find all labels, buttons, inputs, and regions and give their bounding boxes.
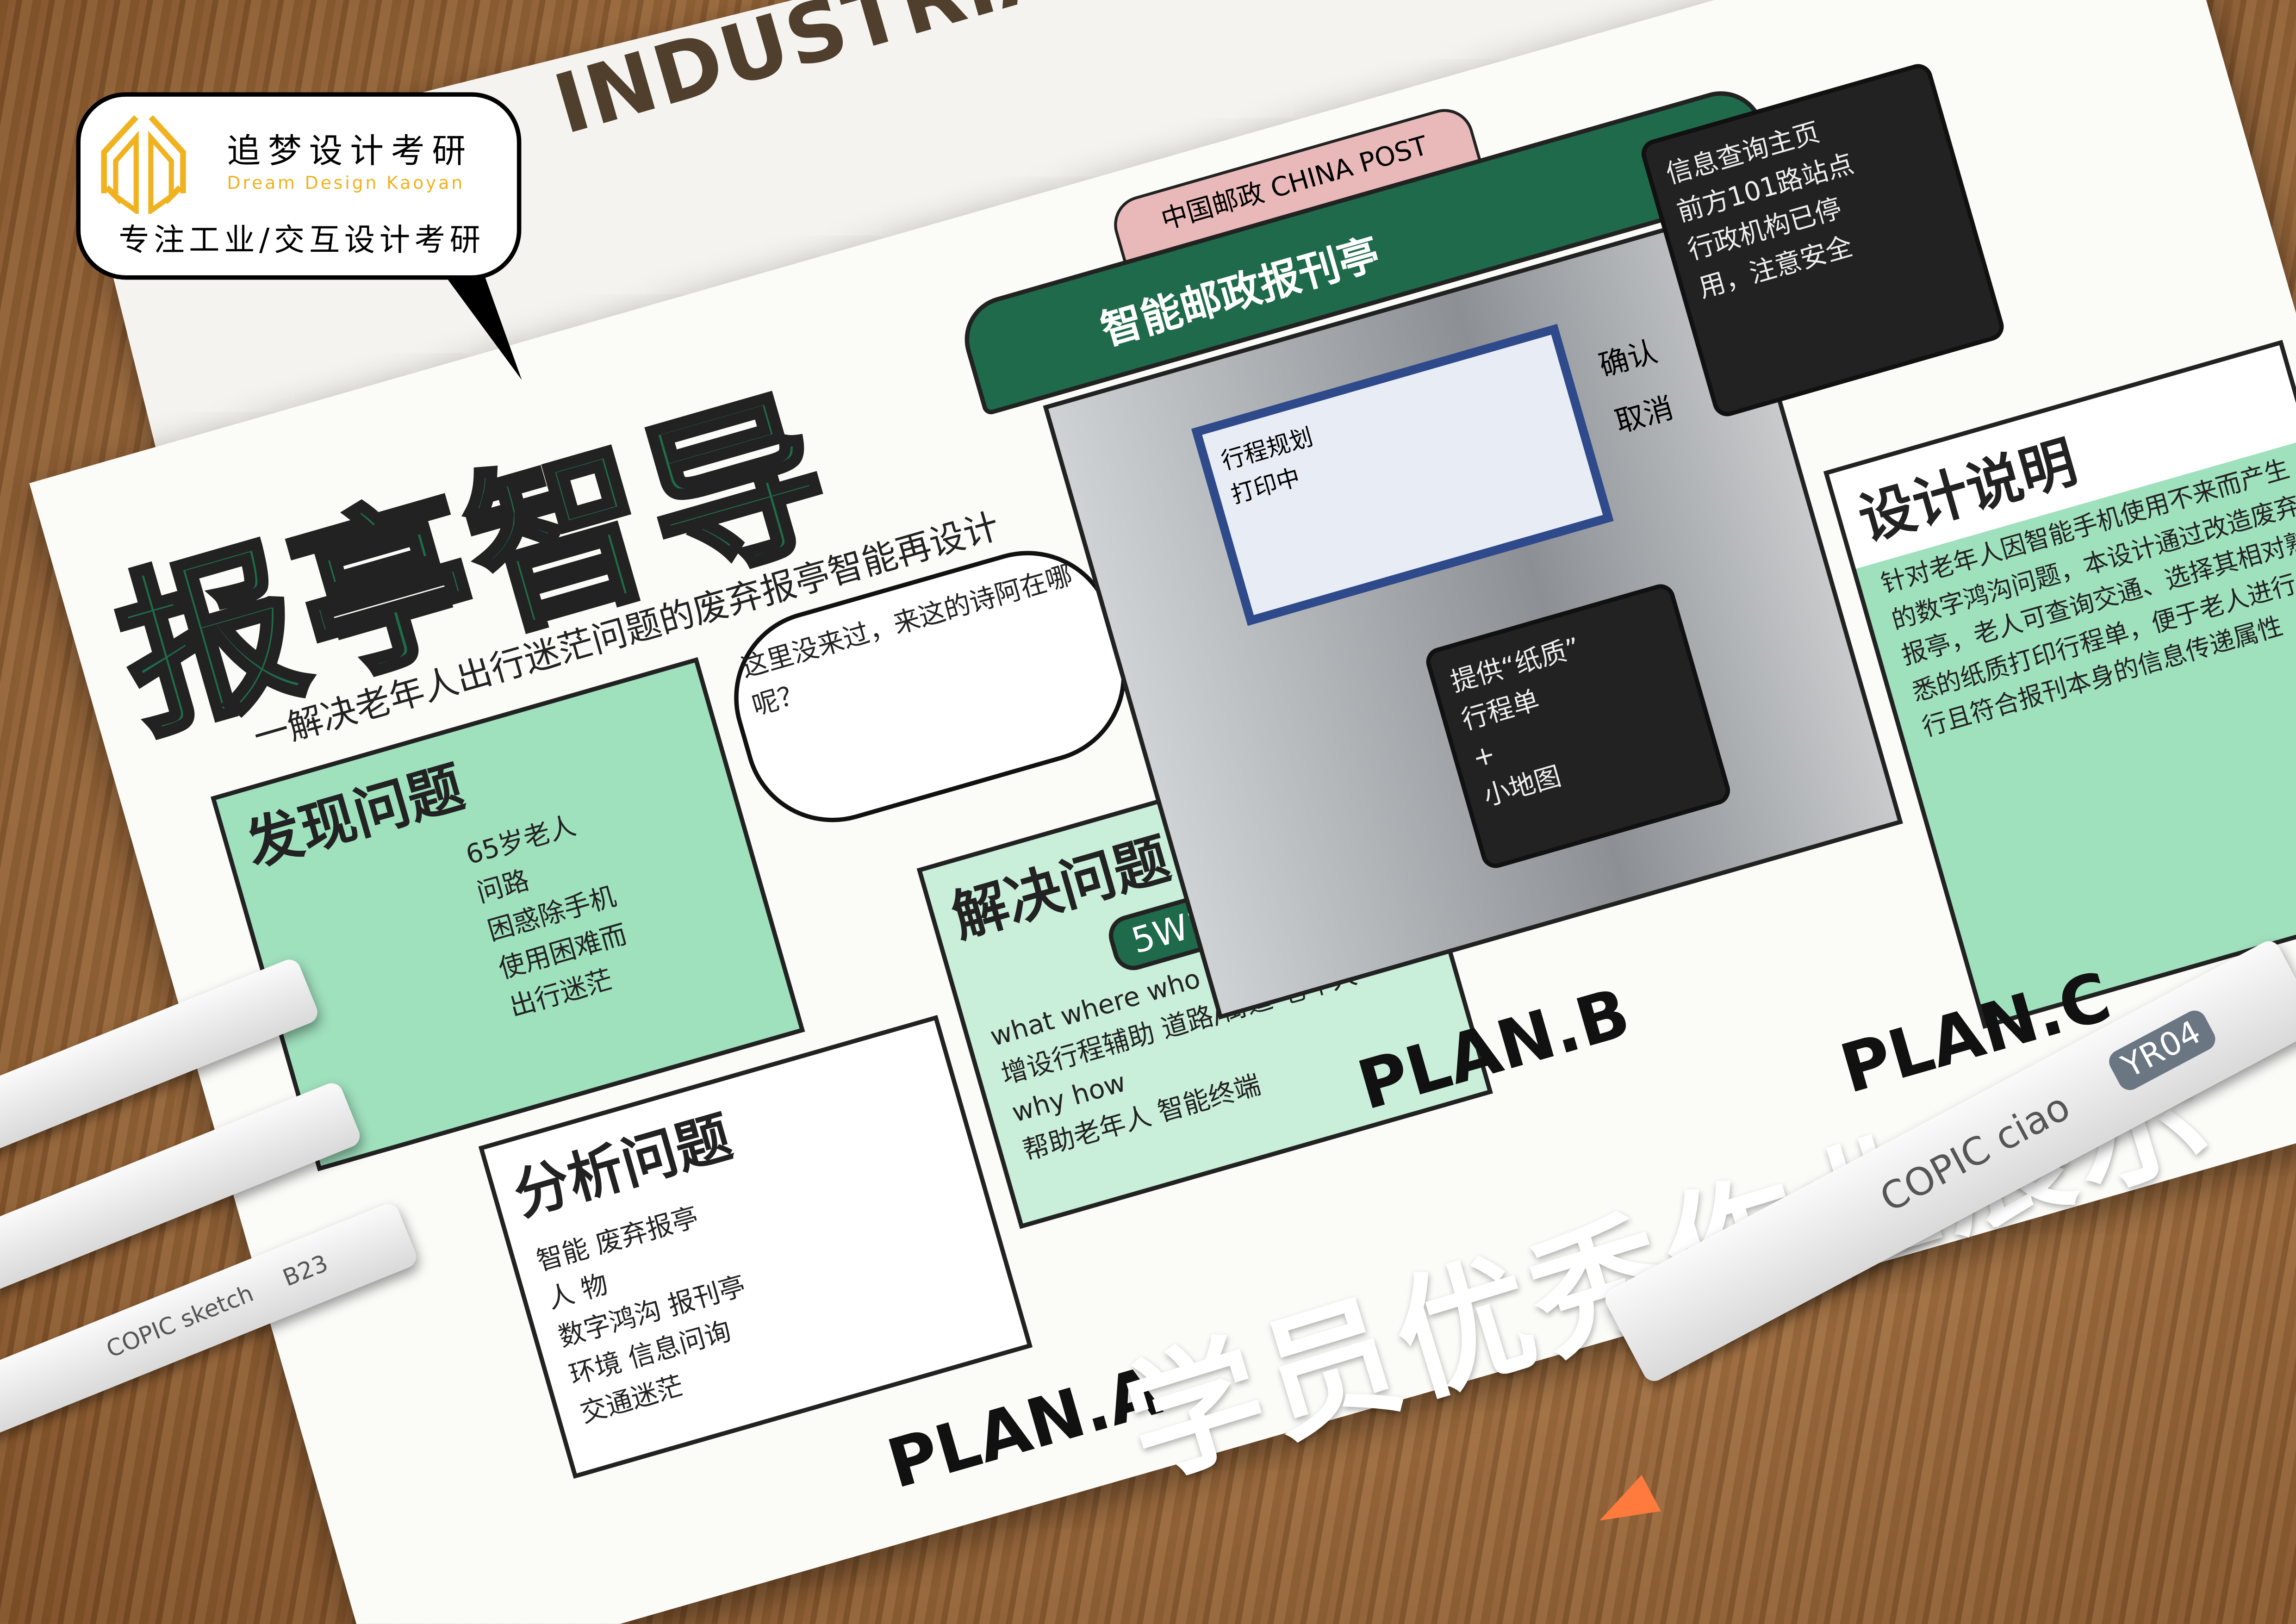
logo-name-en: Dream Design Kaoyan [227,173,465,193]
design-note-panel: 设计说明 针对老年人因智能手机使用不来而产生的数字鸿沟问题，本设计通过改造废弃报… [1823,340,2296,1029]
marker-code: YR04 [2105,1007,2219,1095]
logo-icon [101,115,186,214]
marker-code: B23 [279,1249,332,1292]
map-board: 提供“纸质” 行程单 + 小地图 [1423,581,1734,871]
logo-slogan: 专注工业/交互设计考研 [118,222,485,258]
logo-bubble: 追梦设计考研 Dream Design Kaoyan 专注工业/交互设计考研 [76,92,522,280]
screen-text: 行程规划 打印中 [1218,423,1316,509]
cancel-button: 取消 [1611,390,1677,440]
logo-name-cn: 追梦设计考研 [227,133,473,172]
kiosk-screen: 行程规划 打印中 [1191,324,1614,626]
confirm-button: 确认 [1595,333,1661,384]
